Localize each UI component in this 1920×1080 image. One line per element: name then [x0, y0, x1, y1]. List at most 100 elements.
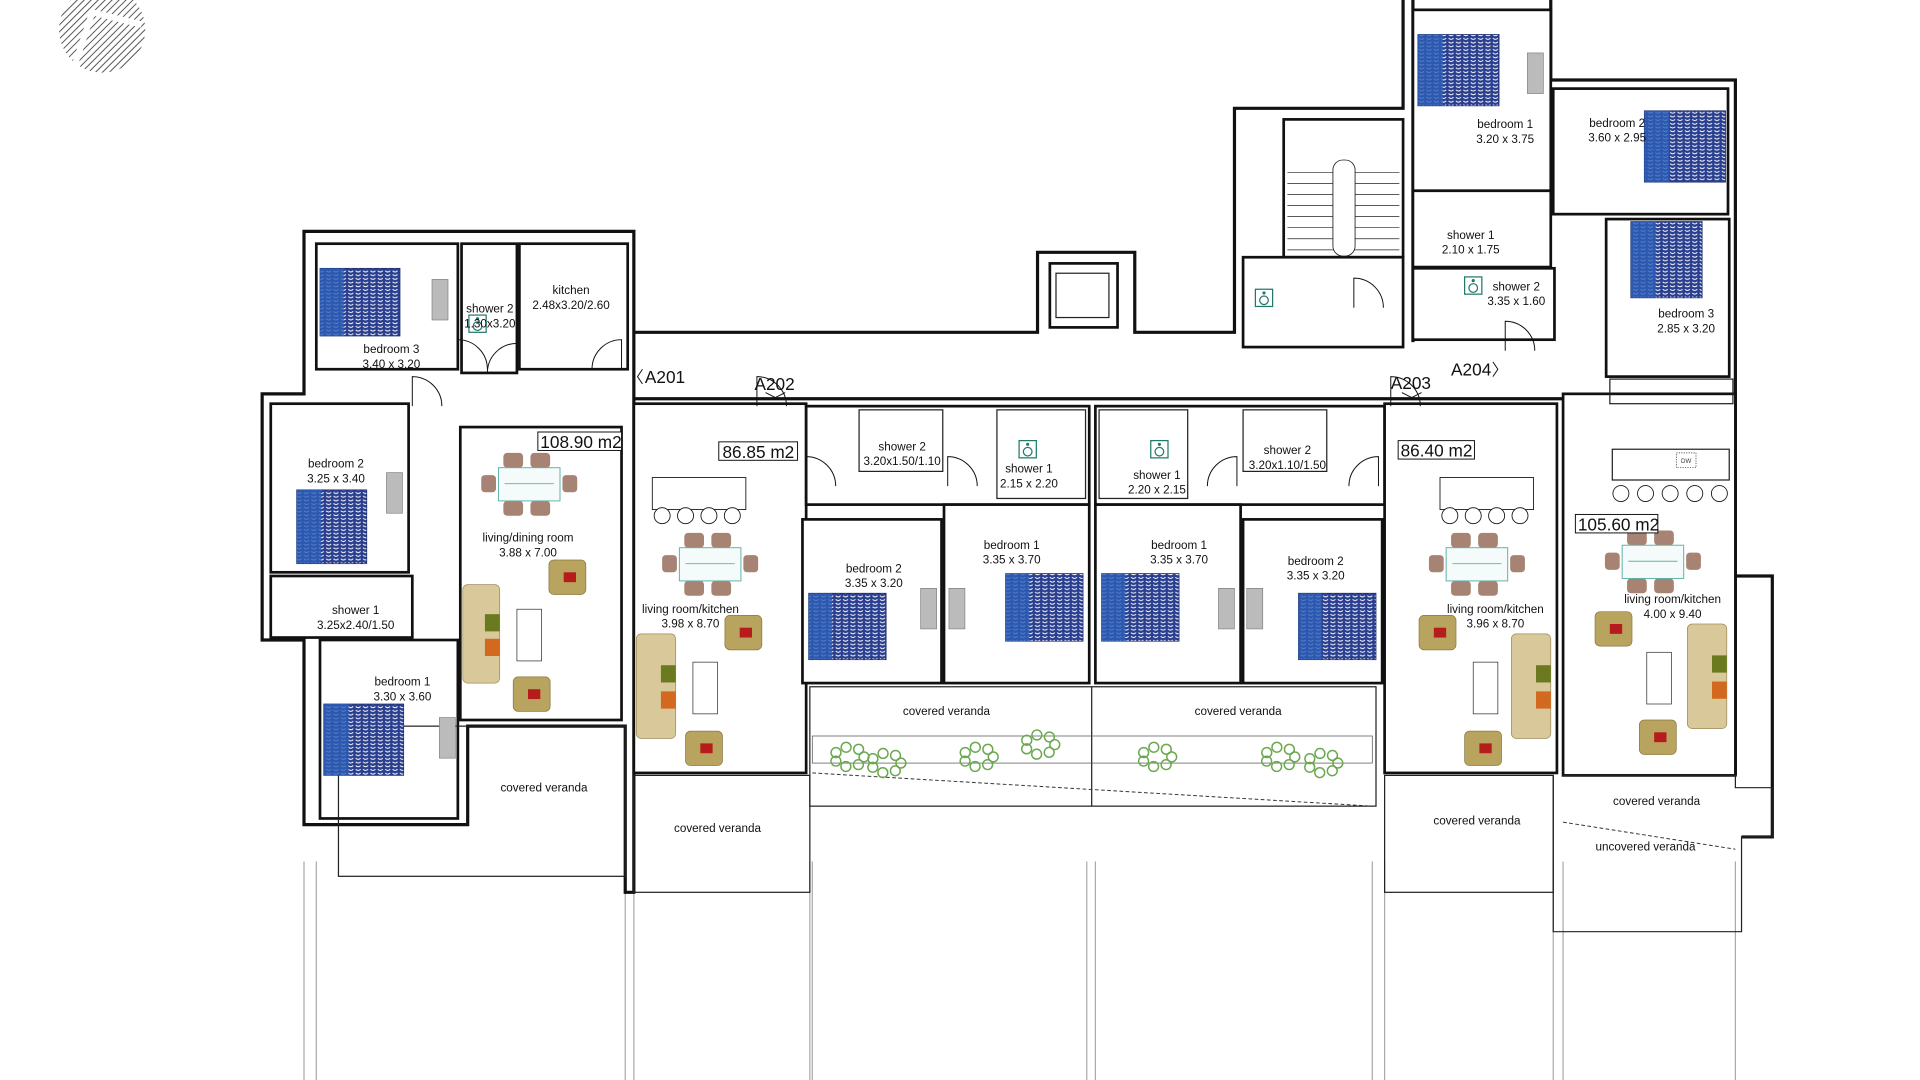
- plant-leaf: [867, 753, 879, 765]
- stool: [1637, 485, 1654, 502]
- dishwasher: [1675, 452, 1697, 469]
- armchair-icon: [685, 730, 723, 766]
- cushion: [739, 627, 752, 638]
- chair: [1654, 578, 1674, 594]
- chair: [1451, 532, 1471, 548]
- room-size: 3.25x2.40/1.50: [317, 619, 395, 632]
- room-name: bedroom 1: [984, 539, 1040, 552]
- door-swing: [591, 339, 623, 370]
- plant-leaf: [1314, 747, 1326, 760]
- cushion: [1712, 681, 1727, 699]
- sofa-icon: [462, 584, 501, 684]
- furniture: [296, 34, 1728, 779]
- door-swing: [1353, 277, 1384, 308]
- plant-leaf: [877, 747, 889, 760]
- dining-table-icon: [1428, 532, 1525, 596]
- bed-pillows: [323, 704, 349, 776]
- room-name: bedroom 3: [363, 343, 419, 356]
- table-top: [1621, 544, 1685, 579]
- armchair-icon: [1639, 719, 1677, 755]
- stool: [1488, 507, 1506, 525]
- room-size: 3.20x1.10/1.50: [1249, 459, 1327, 472]
- bed-pillows: [1644, 110, 1670, 183]
- room-name: shower 1: [1133, 469, 1180, 482]
- door-swing: [1348, 456, 1379, 487]
- stool: [1441, 507, 1459, 525]
- room-size: 2.85 x 3.20: [1657, 322, 1715, 335]
- bed-pillows: [808, 593, 832, 660]
- dishwasher-label: DW: [1681, 458, 1691, 465]
- a204-shower-2: [1411, 266, 1556, 342]
- door-swing: [457, 339, 488, 370]
- chair: [711, 532, 732, 548]
- veranda-roof-edge: [1563, 821, 1736, 850]
- a201-shower-2: [460, 242, 519, 375]
- bed-icon: [1101, 573, 1180, 642]
- planter: [811, 729, 1373, 779]
- chair: [662, 555, 677, 573]
- a201-veranda: [337, 725, 626, 877]
- room-name: living/dining room: [483, 532, 574, 545]
- cushion: [1536, 665, 1551, 683]
- room-size: 3.20 x 3.75: [1476, 133, 1534, 146]
- stool: [1612, 485, 1630, 502]
- apartment-id: A202: [754, 374, 794, 394]
- a201-kitchen: [518, 242, 630, 371]
- plant-leaf: [852, 758, 865, 771]
- kitchen-island: [651, 477, 747, 525]
- desk: [1218, 588, 1235, 630]
- chair: [1478, 580, 1498, 596]
- cushion: [1479, 743, 1492, 754]
- sofa-body: [462, 584, 501, 684]
- plant-leaf: [1021, 734, 1033, 746]
- room-size: 4.00 x 9.40: [1644, 608, 1702, 621]
- plant-leaf: [1160, 743, 1172, 755]
- plant-leaf: [867, 761, 879, 773]
- room-size: 3.20x1.50/1.10: [863, 455, 941, 468]
- apartment-area: 86.85 m2: [722, 442, 794, 462]
- bed-icon: [296, 489, 368, 565]
- chair: [562, 475, 578, 493]
- room-size: 3.30 x 3.60: [374, 690, 432, 703]
- sofa-body: [635, 633, 677, 739]
- room-size: 3.88 x 7.00: [499, 546, 557, 559]
- door-swing: [1206, 456, 1238, 487]
- a203-shower-1: [1098, 409, 1189, 500]
- chair: [1451, 580, 1471, 596]
- wheelchair-head: [1262, 291, 1266, 295]
- table-top: [678, 547, 742, 582]
- desk: [439, 717, 456, 759]
- cushion: [1712, 655, 1727, 673]
- plant-leaf: [830, 746, 842, 759]
- plant-leaf: [1030, 748, 1043, 760]
- a201-shower-1: [269, 574, 414, 639]
- wheelchair-icon: [1464, 276, 1483, 295]
- chair: [503, 500, 524, 516]
- elevator: [1048, 262, 1119, 329]
- chair: [684, 532, 704, 548]
- stool: [1464, 507, 1482, 525]
- chair: [530, 500, 551, 516]
- stool: [1661, 485, 1679, 502]
- apartment-id: A203: [1391, 373, 1431, 393]
- cushion: [660, 665, 676, 683]
- plant-leaf: [889, 765, 901, 777]
- chair: [1510, 555, 1525, 573]
- chair: [1478, 532, 1498, 548]
- plant-leaf: [1326, 749, 1339, 762]
- bed-icon: [1417, 34, 1500, 107]
- door-swing: [1390, 376, 1421, 407]
- shared-veranda: [809, 686, 1377, 807]
- table-top: [497, 467, 561, 502]
- island-top: [651, 477, 747, 510]
- sofa-icon: [635, 633, 677, 739]
- cushion: [484, 638, 500, 656]
- kitchen-island: [1439, 477, 1534, 525]
- desk: [1246, 588, 1264, 630]
- bed-icon: [319, 267, 401, 337]
- plant-leaf: [1283, 743, 1296, 755]
- plant-leaf: [877, 767, 889, 779]
- room-size: 2.20 x 2.15: [1128, 484, 1186, 497]
- bed-icon: [1630, 221, 1703, 299]
- plant-leaf: [852, 743, 865, 755]
